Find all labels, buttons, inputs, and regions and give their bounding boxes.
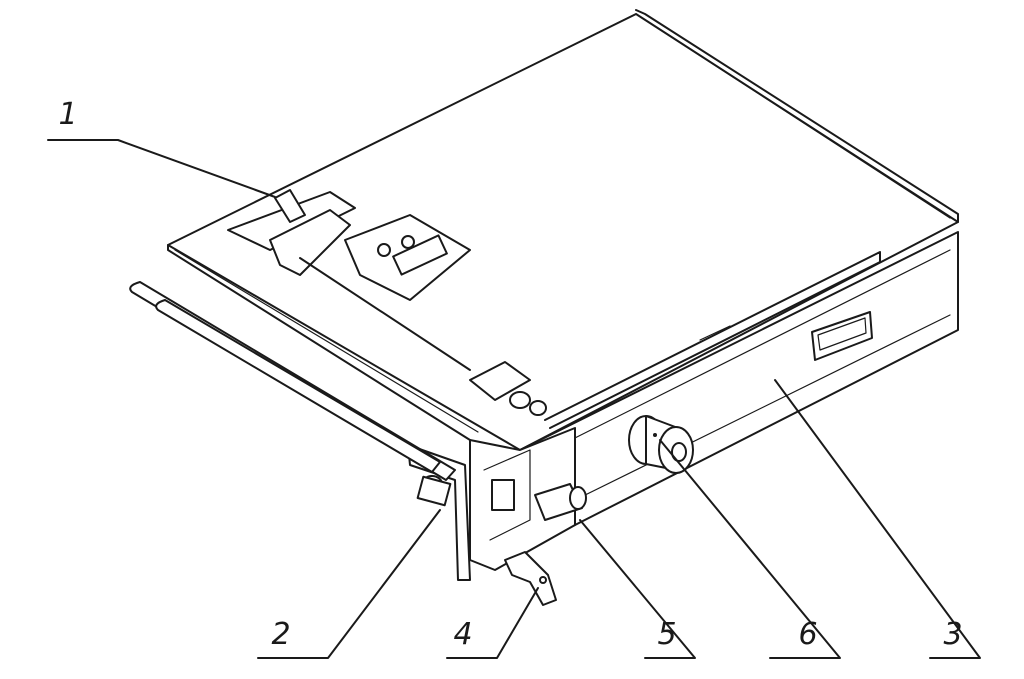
latch-assembly [227,189,471,371]
callout-label-5: 5 [657,617,677,652]
nameplate [811,311,873,361]
side-connector [416,475,452,507]
round-connector [628,415,694,474]
handle-pin [534,483,587,521]
guide-rods [129,281,456,481]
leader-lines [47,139,981,659]
front-panel [407,427,576,581]
mounting-bracket [504,551,557,606]
rod-fixture [469,361,547,416]
callout-label-1: 1 [58,97,78,132]
callout-label-2: 2 [271,617,291,652]
callout-label-6: 6 [798,617,818,652]
callout-label-3: 3 [943,617,963,652]
chassis-tray [167,9,959,541]
callout-label-4: 4 [453,617,473,652]
